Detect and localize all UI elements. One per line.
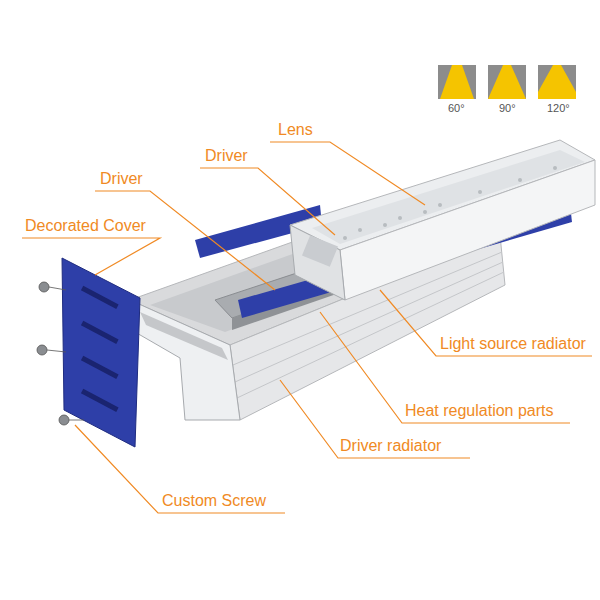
part-label: Driver radiator xyxy=(340,436,441,455)
part-label: Driver xyxy=(100,169,143,188)
part-label: Lens xyxy=(278,120,313,139)
part-label: Decorated Cover xyxy=(25,216,146,235)
beam-angle-label: 120° xyxy=(547,102,570,115)
beam-angle-label: 90° xyxy=(499,102,516,115)
decorated-cover xyxy=(62,258,140,447)
beam-angle-label: 60° xyxy=(448,102,465,115)
part-label: Light source radiator xyxy=(440,334,586,353)
leader-lines xyxy=(22,142,592,513)
part-label: Heat regulation parts xyxy=(405,401,554,420)
part-label: Custom Screw xyxy=(162,491,266,510)
part-label: Driver xyxy=(205,146,248,165)
beam-icons xyxy=(438,65,576,99)
